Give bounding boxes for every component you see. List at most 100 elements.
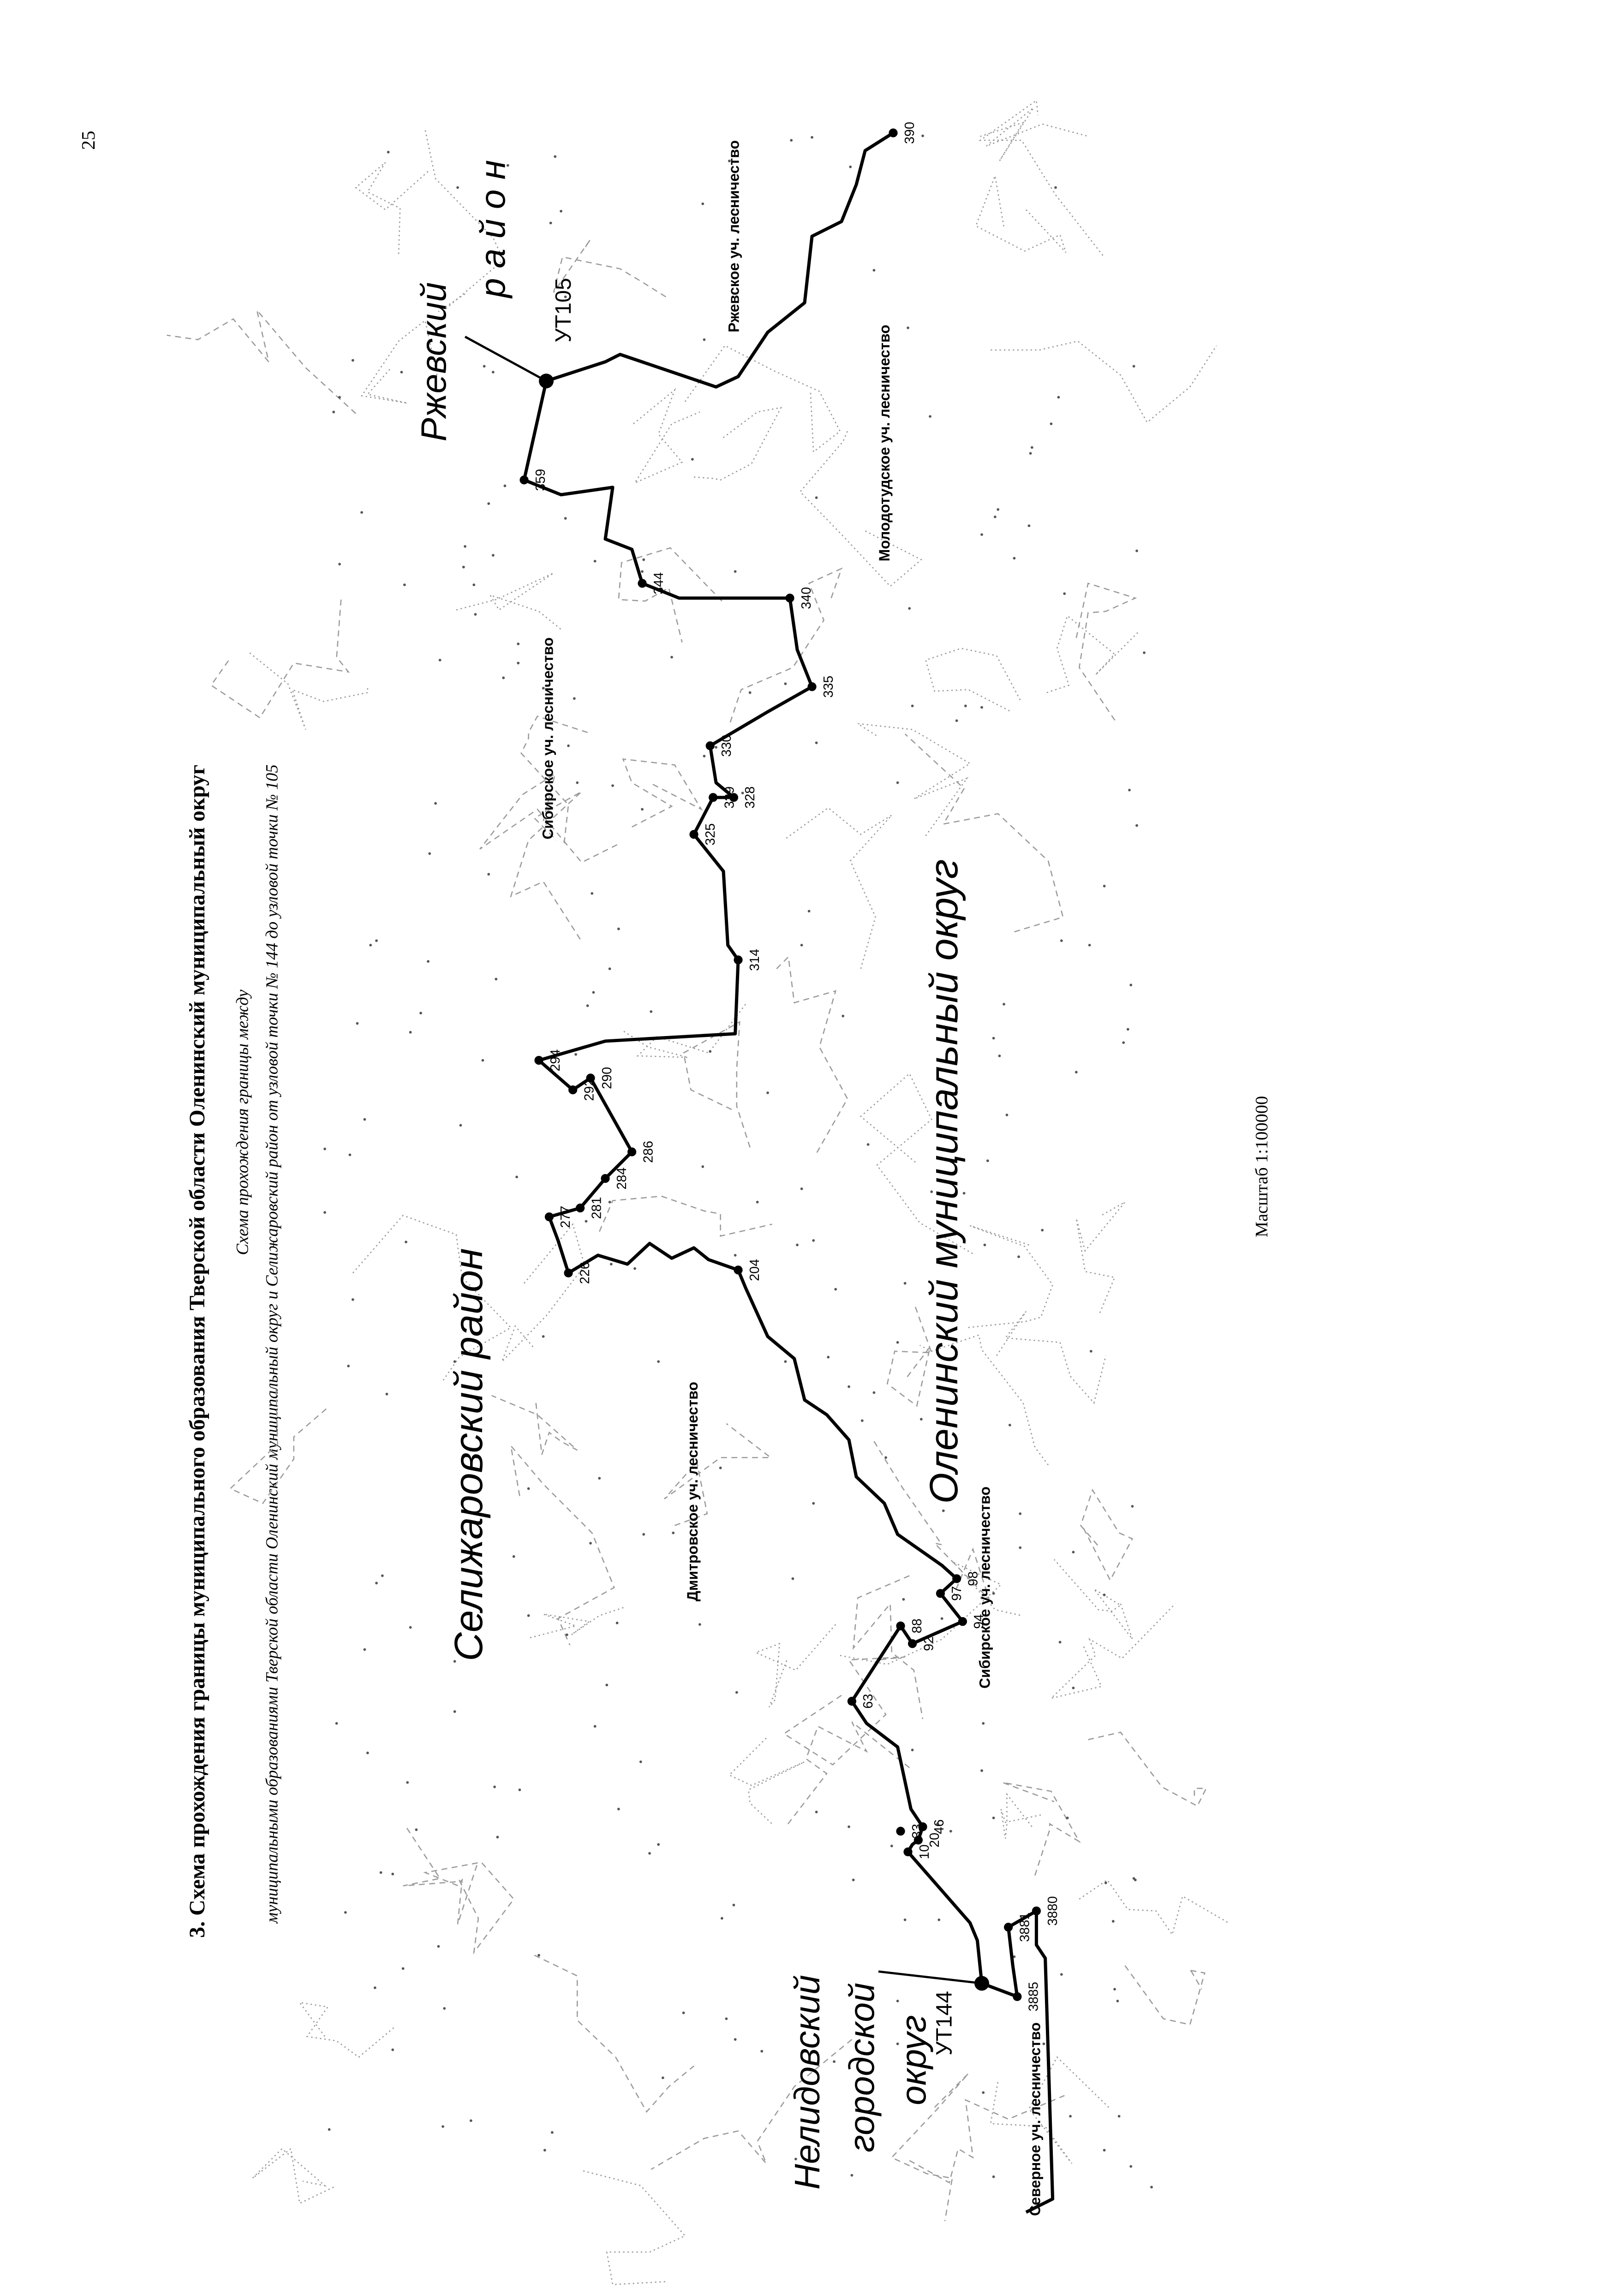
map-feature-line: [852, 1575, 924, 1720]
boundary-point-226: [564, 1268, 573, 1277]
map-feature-line: [1075, 582, 1137, 723]
map-feature-dot: [347, 1365, 350, 1367]
boundary-point-98: [952, 1574, 961, 1583]
map-feature-dot: [756, 1200, 759, 1204]
map-feature-line: [424, 130, 504, 312]
map-feature-dot: [453, 1660, 456, 1663]
map-feature-dot: [332, 410, 335, 413]
map-feature-dot: [495, 977, 498, 981]
map-feature-dot: [415, 1828, 418, 1831]
map-feature-line: [1080, 1488, 1134, 1582]
forestry-label-dmitrovskoe: Дмитровское уч. лесничество: [686, 1382, 702, 1601]
map-feature-line: [510, 1444, 615, 1646]
map-feature-dot: [980, 533, 983, 536]
map-feature-line: [1053, 1559, 1133, 1640]
map-feature-dot: [537, 1953, 540, 1957]
map-feature-dot: [1029, 452, 1032, 455]
map-feature-dot: [937, 1918, 941, 1921]
map-feature-dot: [903, 1282, 907, 1285]
map-feature-dot: [585, 1220, 588, 1223]
map-feature-dot: [400, 371, 403, 374]
map-feature-dot: [715, 746, 717, 749]
map-feature-dot: [608, 967, 611, 971]
map-feature-dot: [903, 1918, 907, 1921]
map-feature-line: [886, 1306, 933, 1407]
map-feature-line: [530, 1606, 627, 1639]
map-feature-line: [1079, 1879, 1229, 1936]
map-feature-dot: [576, 781, 579, 784]
map-feature-line: [664, 1423, 773, 1526]
map-feature-line: [403, 1826, 478, 1924]
map-feature-dot: [1054, 186, 1057, 189]
ut105-leader-line: [464, 336, 547, 382]
map-feature-dot: [428, 852, 431, 855]
map-feature-line: [352, 1215, 512, 1381]
map-feature-dot: [657, 1360, 660, 1363]
map-feature-dot: [1143, 651, 1146, 654]
boundary-point-33: [896, 1827, 905, 1836]
map-feature-dot: [672, 1531, 675, 1534]
map-feature-line: [904, 733, 1064, 933]
map-scale: Масштаб 1:100000: [1251, 1096, 1272, 1238]
map-feature-dot: [1003, 1003, 1005, 1006]
map-feature-line: [423, 1861, 515, 1955]
region-label-rzhev: Ржевский: [415, 282, 455, 442]
boundary-point-label: 3885: [1027, 1982, 1041, 2011]
map-feature-dot: [982, 1722, 985, 1725]
map-feature-line: [1000, 1792, 1041, 1839]
boundary-point-label: 344: [651, 572, 666, 594]
map-feature-dot: [670, 656, 673, 659]
map-feature-dot: [980, 706, 983, 709]
map-feature-dot: [385, 1392, 388, 1396]
map-feature-dot: [1089, 1350, 1093, 1353]
map-feature-dot: [443, 2007, 446, 2010]
map-feature-dot: [1135, 549, 1138, 552]
map-feature-dot: [732, 1904, 735, 1906]
map-feature-line: [1046, 615, 1140, 694]
boundary-point-label: 292: [582, 1079, 597, 1101]
map-feature-dot: [657, 1843, 660, 1846]
map-feature-dot: [360, 511, 363, 514]
map-feature-dot: [1104, 1882, 1107, 1884]
map-feature-dot: [1042, 2042, 1045, 2045]
map-feature-dot: [896, 1341, 899, 1344]
map-feature-dot: [812, 1502, 815, 1505]
map-feature-dot: [611, 784, 614, 787]
boundary-point-284: [601, 1174, 610, 1183]
map-feature-dot: [732, 208, 735, 211]
map-feature-dot: [796, 1243, 799, 1246]
boundary-point-label: 97: [949, 1586, 964, 1601]
map-feature-dot: [375, 939, 378, 942]
map-feature-dot: [493, 1786, 496, 1788]
map-feature-dot: [363, 1648, 366, 1651]
map-feature-dot: [682, 2011, 685, 2014]
node-ut144-marker: [974, 1976, 989, 1991]
map-feature-dot: [800, 1187, 803, 1190]
map-feature-dot: [1069, 2115, 1072, 2118]
boundary-point-3885: [1013, 1992, 1022, 2001]
map-feature-dot: [608, 1200, 611, 1204]
map-feature-line: [860, 1073, 973, 1254]
map-feature-dot: [438, 659, 442, 662]
map-feature-dot: [911, 1749, 914, 1751]
map-feature-dot: [849, 165, 852, 168]
map-feature-dot: [515, 1175, 518, 1179]
map-feature-dot: [734, 1254, 737, 1257]
map-feature-dot: [369, 944, 372, 947]
boundary-point-label: 330: [719, 735, 734, 757]
map-feature-dot: [800, 944, 803, 947]
map-feature-dot: [593, 1725, 597, 1728]
map-feature-dot: [567, 744, 570, 747]
boundary-point-330: [705, 741, 715, 750]
map-feature-line: [1049, 1603, 1176, 1700]
boundary-point-335: [807, 682, 817, 691]
map-feature-dot: [982, 2091, 985, 2094]
map-feature-dot: [605, 1684, 609, 1687]
map-feature-dot: [992, 1816, 995, 1820]
map-feature-dot: [472, 583, 476, 587]
boundary-point-label: 286: [641, 1141, 656, 1163]
map-feature-line: [967, 1225, 1054, 1329]
map-feature-dot: [542, 687, 545, 690]
map-feature-dot: [351, 1298, 354, 1301]
map-feature-line: [355, 162, 429, 254]
